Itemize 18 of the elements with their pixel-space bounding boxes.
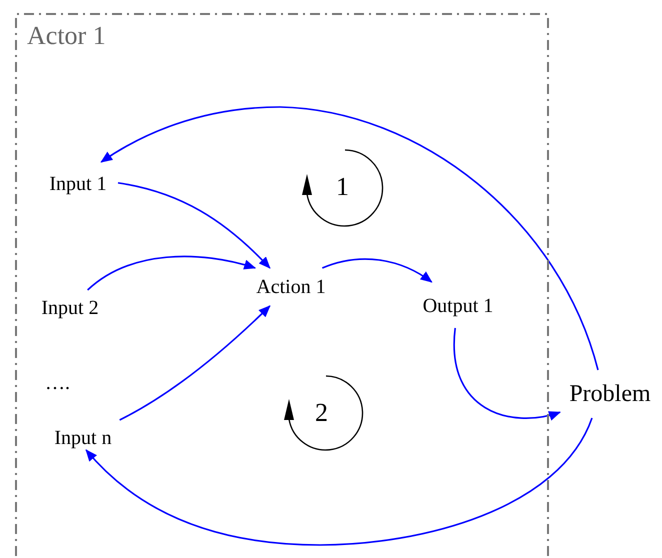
node-label: Problem xyxy=(560,370,660,418)
arrow xyxy=(100,106,599,370)
frame-title: Actor 1 xyxy=(27,21,106,51)
node-label: Input 1 xyxy=(38,162,118,198)
loop-number: 1 xyxy=(336,172,349,202)
node-label: Output 1 xyxy=(411,282,505,328)
node-label: Action 1 xyxy=(245,268,337,306)
arrow xyxy=(85,418,593,546)
node-label: Input n xyxy=(44,420,122,450)
arrow xyxy=(322,258,432,283)
arrow xyxy=(119,305,271,421)
ellipsis-text: …. xyxy=(45,371,70,396)
arrow xyxy=(453,328,561,420)
loop-number: 2 xyxy=(315,398,328,428)
actor-boundary xyxy=(15,13,549,558)
node-label: Input 2 xyxy=(30,290,110,322)
arrow xyxy=(87,256,256,291)
arrow xyxy=(118,182,271,269)
